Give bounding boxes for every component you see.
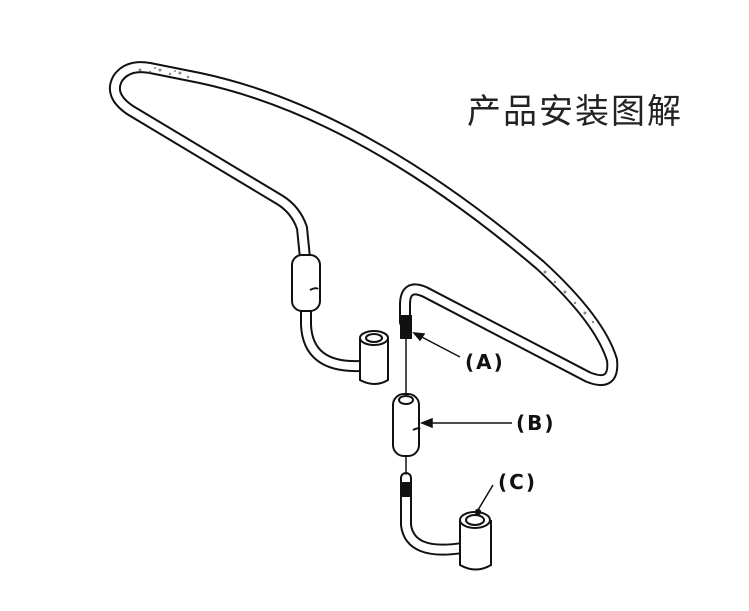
label-c: (C) <box>498 470 537 494</box>
cup-c <box>459 511 492 571</box>
left-connector <box>291 254 321 312</box>
textured-band-right <box>543 270 595 324</box>
connector-b <box>392 393 421 457</box>
black-band-lower <box>400 482 412 497</box>
left-cup <box>359 330 389 385</box>
left-lower-tube <box>300 299 366 373</box>
label-a: (A) <box>465 350 505 374</box>
pointer-a <box>415 333 461 358</box>
label-b: (B) <box>516 411 556 435</box>
black-band-a <box>400 315 412 339</box>
textured-band-top <box>138 67 190 79</box>
pointer-c <box>477 484 494 511</box>
diagram-title: 产品安装图解 <box>467 92 683 132</box>
